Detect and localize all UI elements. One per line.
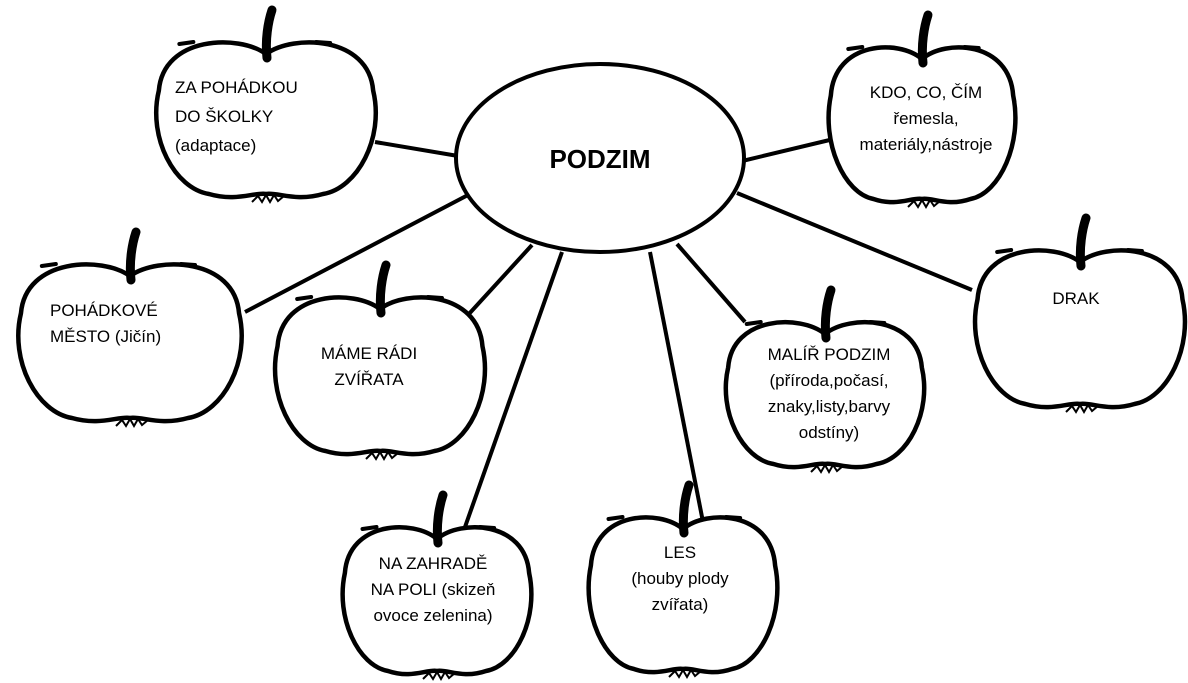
apple-bump (39, 262, 58, 268)
apple-bump (724, 515, 743, 520)
center-ellipse (454, 62, 746, 254)
calyx-icon (251, 192, 285, 205)
apple-bump (868, 320, 887, 325)
connector-pohadkove-mesto (244, 193, 469, 314)
apple-kdo-co-cim: KDO, CO, ČÍM řemesla, materiály,nástroje (826, 10, 1018, 210)
topic-label-line: KDO, CO, ČÍM (870, 83, 982, 102)
apple-bump (425, 295, 444, 300)
topic-label-line: (příroda,počasí, (769, 371, 888, 390)
connectors (244, 136, 973, 528)
topic-label: MALÍŘ PODZIM (příroda,počasí, znaky,listy,… (768, 345, 891, 442)
stem-icon (917, 10, 933, 68)
topic-label: NA ZAHRADĚ NA POLI (skizeň ovoce zelenina) (371, 554, 496, 625)
apple-bump (744, 320, 763, 326)
topic-label-line: MÁME RÁDI (321, 344, 417, 363)
topic-label-line: řemesla, (893, 109, 958, 128)
topic-label-line: NA POLI (skizeň (371, 580, 496, 599)
stem-icon (261, 5, 277, 63)
topic-label-line: DRAK (1052, 289, 1100, 308)
calyx-icon (1065, 402, 1099, 415)
stem-icon (432, 490, 448, 548)
topic-label-line: MALÍŘ PODZIM (768, 345, 891, 364)
apple-outline (340, 525, 534, 677)
topic-label-line: ZA POHÁDKOU (175, 78, 298, 97)
apple-les: LES (houby plody zvířata) (586, 480, 780, 680)
apple-bump (846, 45, 865, 51)
apple-pohadkove-mesto: POHÁDKOVÉ MĚSTO (Jičín) (16, 227, 244, 429)
topic-label-line: POHÁDKOVÉ (50, 301, 158, 320)
calyx-icon (668, 667, 702, 680)
topic-apples: ZA POHÁDKOU DO ŠKOLKY (adaptace) KDO, CO, Č… (16, 5, 1188, 682)
apple-bump (360, 525, 379, 531)
topic-label-line: NA ZAHRADĚ (379, 554, 488, 573)
topic-label-line: ZVÍŘATA (334, 370, 404, 389)
connector-mame-radi (466, 243, 534, 317)
topic-label: ZA POHÁDKOU DO ŠKOLKY (adaptace) (175, 78, 298, 155)
topic-label-line: MĚSTO (Jičín) (50, 327, 161, 346)
calyx-icon (115, 416, 149, 429)
connector-malir-podzim (675, 242, 747, 324)
apple-za-pohadkou: ZA POHÁDKOU DO ŠKOLKY (adaptace) (153, 5, 379, 205)
center-node: PODZIM (454, 62, 746, 254)
calyx-icon (365, 449, 399, 462)
stem-icon (125, 227, 141, 285)
apple-bump (1125, 248, 1144, 253)
apple-outline (723, 319, 927, 470)
center-label: PODZIM (549, 144, 650, 174)
apple-outline (972, 248, 1188, 410)
topic-label-line: (adaptace) (175, 136, 256, 155)
calyx-icon (810, 462, 844, 475)
apple-malir-podzim: MALÍŘ PODZIM (příroda,počasí, znaky,listy,… (723, 285, 927, 475)
connector-kdo-co-cim (737, 136, 839, 164)
apple-bump (606, 515, 625, 521)
stem-icon (820, 285, 836, 343)
apple-bump (995, 248, 1014, 254)
calyx-icon (422, 669, 456, 682)
topic-label: KDO, CO, ČÍM řemesla, materiály,nástroje (860, 83, 993, 154)
apple-bump (295, 295, 314, 301)
connector-na-zahrade (463, 251, 564, 528)
topic-label-line: (houby plody (631, 569, 729, 588)
apple-drak: DRAK (972, 213, 1188, 415)
apple-bump (478, 525, 497, 530)
calyx-icon (907, 197, 941, 210)
stem-icon (375, 260, 391, 318)
topic-label-line: ovoce zelenina) (373, 606, 492, 625)
topic-label-line: LES (664, 543, 696, 562)
topic-label: POHÁDKOVÉ MĚSTO (Jičín) (50, 301, 161, 346)
topic-label-line: DO ŠKOLKY (175, 107, 273, 126)
apple-bump (179, 262, 198, 267)
connector-drak (736, 191, 973, 292)
topic-label-line: odstíny) (799, 423, 859, 442)
topic-label-line: materiály,nástroje (860, 135, 993, 154)
stem-icon (1075, 213, 1091, 271)
connector-les (648, 251, 705, 523)
topic-label-line: znaky,listy,barvy (768, 397, 891, 416)
topic-label: DRAK (1052, 289, 1100, 308)
apple-bump (177, 40, 196, 46)
apple-bump (314, 40, 333, 45)
apple-bump (962, 45, 981, 50)
apple-na-zahrade: NA ZAHRADĚ NA POLI (skizeň ovoce zelenina) (340, 490, 534, 682)
topic-label: MÁME RÁDI ZVÍŘATA (321, 344, 417, 389)
apple-mame-radi: MÁME RÁDI ZVÍŘATA (272, 260, 488, 462)
stem-icon (678, 480, 694, 538)
topic-label: LES (houby plody zvířata) (631, 543, 729, 614)
topic-label-line: zvířata) (652, 595, 709, 614)
